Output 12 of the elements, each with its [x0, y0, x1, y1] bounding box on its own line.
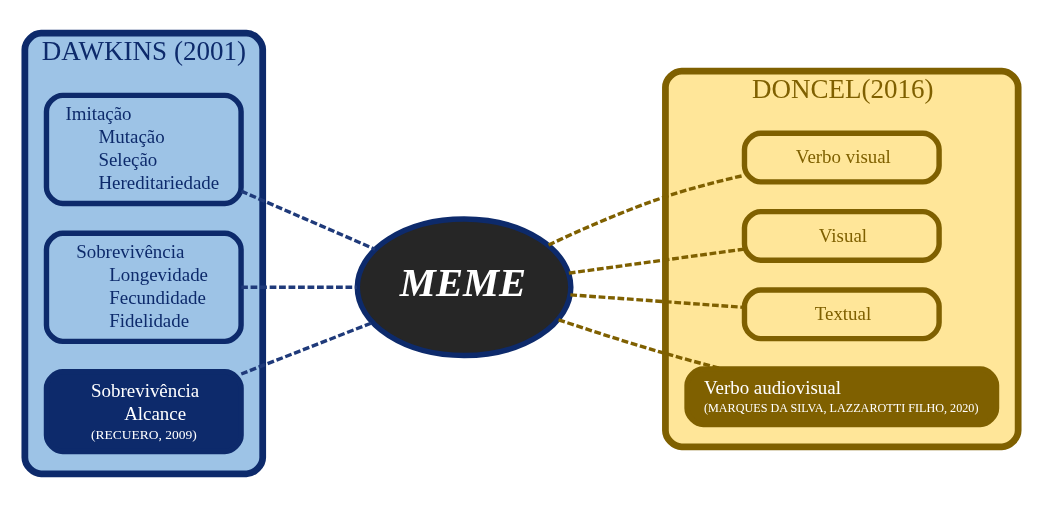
node-ellipse: MEME [354, 216, 574, 359]
node-box: Imitação Mutação Seleção Hereditariedade [43, 92, 244, 207]
node-box: Verbo visual [741, 130, 942, 185]
node-box: Sobrevivência Alcance (RECUERO, 2009) [43, 369, 244, 455]
connector [241, 285, 357, 289]
connector [570, 293, 744, 310]
node-box: Visual [741, 208, 942, 263]
connector [547, 173, 745, 247]
connector [568, 247, 745, 275]
node-box: Textual [741, 287, 942, 342]
node-box: Sobrevivência Longevidade Fecundidade Fidelidade [43, 230, 244, 345]
node-box: Verbo audiovisual (MARQUES DA SILVA, LAZZAROTTI FILHO, 2020) [684, 366, 1000, 428]
